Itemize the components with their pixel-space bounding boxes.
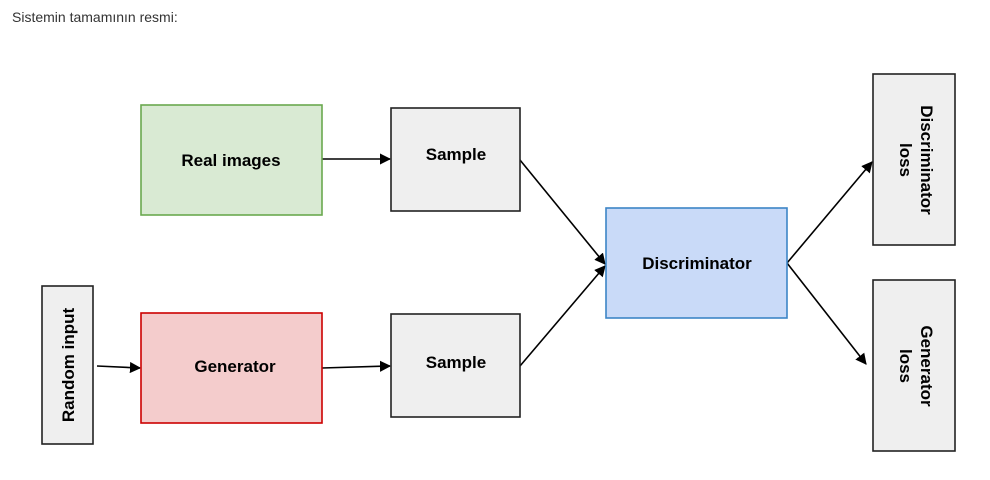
generator-loss-node: Generator loss: [872, 279, 956, 452]
real-images-box: [140, 104, 323, 216]
arrow-discriminator-to-generator-loss: [786, 262, 867, 365]
discriminator-loss-label-line2: loss: [896, 143, 915, 177]
generator-box: [140, 312, 323, 424]
sample-bottom-box: [390, 313, 521, 418]
connectors: [96, 153, 873, 374]
arrow-sample-top-to-discriminator: [519, 159, 606, 265]
random-input-box: [41, 285, 94, 445]
discriminator-node: Discriminator: [605, 207, 788, 319]
random-input-node: Random input: [41, 285, 94, 445]
sample-bottom-node: Sample: [390, 313, 521, 418]
arrow-sample-bottom-to-discriminator: [519, 265, 606, 367]
sample-top-node: Sample: [390, 107, 521, 212]
discriminator-box: [605, 207, 788, 319]
arrow-random-input-to-generator: [96, 361, 142, 374]
generator-node: Generator: [140, 312, 323, 424]
sample-top-box: [390, 107, 521, 212]
arrow-generator-to-sample: [321, 360, 392, 372]
random-input-label: Random input: [59, 308, 78, 423]
real-images-node: Real images: [140, 104, 323, 216]
sample-top-label: Sample: [426, 145, 486, 164]
generator-loss-label-line1: Generator: [917, 325, 936, 407]
generator-loss-label-line2: loss: [896, 349, 915, 383]
real-images-label: Real images: [181, 151, 280, 170]
discriminator-loss-node: Discriminator loss: [872, 73, 956, 246]
caption: Sistemin tamamının resmi:: [12, 9, 178, 25]
discriminator-loss-label-line1: Discriminator: [917, 105, 936, 215]
generator-loss-box: [872, 279, 956, 452]
discriminator-label: Discriminator: [642, 254, 752, 273]
discriminator-loss-box: [872, 73, 956, 246]
arrow-discriminator-to-discriminator-loss: [786, 161, 873, 264]
sample-bottom-label: Sample: [426, 353, 486, 372]
generator-label: Generator: [194, 357, 276, 376]
